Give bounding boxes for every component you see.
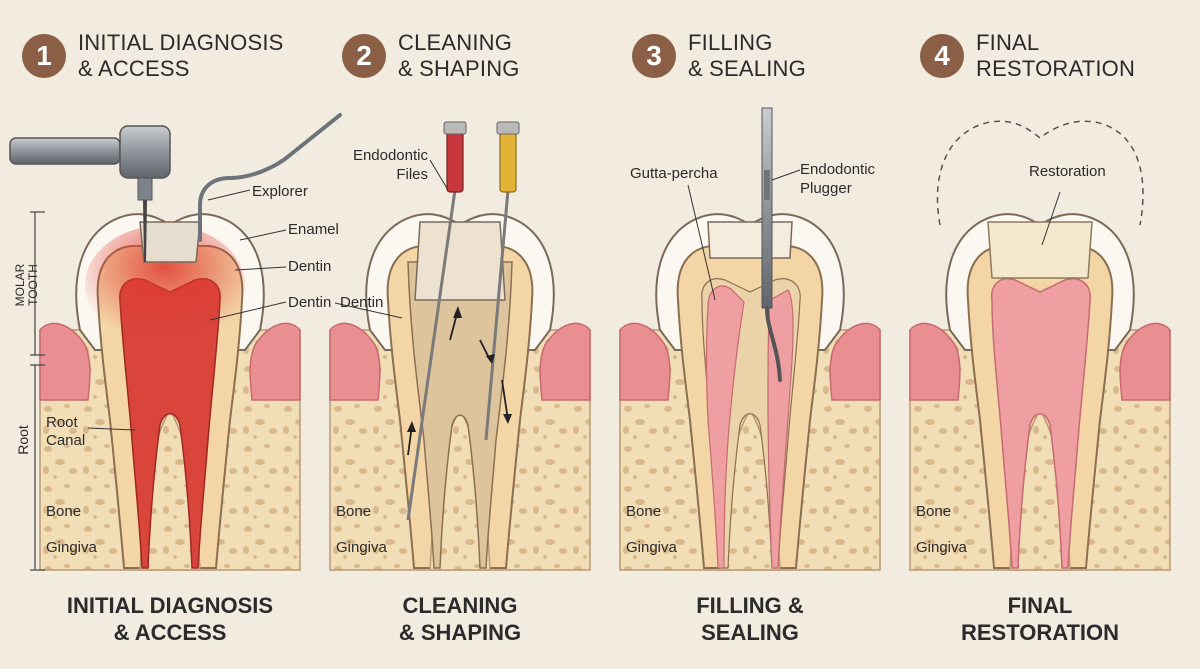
step-2-badge: 2 (342, 34, 386, 78)
panel-3-tooth (619, 107, 881, 571)
label-gingiva-2: Gingiva (336, 539, 387, 556)
step-4-badge: 4 (920, 34, 964, 78)
label-bone-1: Bone (46, 503, 82, 520)
label-dentin-2b: Dentin (340, 294, 384, 311)
label-explorer: Explorer (252, 183, 308, 200)
step-1-caption: INITIAL DIAGNOSIS& ACCESS (66, 593, 274, 645)
panel-1-tooth (9, 113, 342, 571)
step-2-caption: CLEANING& SHAPING (398, 593, 522, 645)
step-2-header: 2 CLEANING& SHAPING (342, 30, 520, 82)
label-bone-2: Bone (336, 503, 372, 520)
step-3-badge: 3 (632, 34, 676, 78)
label-enamel: Enamel (288, 221, 339, 238)
panel-2-tooth (329, 121, 591, 571)
step-1-title: INITIAL DIAGNOSIS& ACCESS (78, 30, 284, 81)
step-1-header: 1 INITIAL DIAGNOSIS& ACCESS (22, 30, 284, 82)
label-gutta-percha: Gutta-percha (630, 165, 718, 182)
panel-4-tooth (909, 120, 1171, 571)
step-3-header: 3 FILLING& SEALING (632, 30, 806, 82)
step-1-badge: 1 (22, 34, 66, 78)
step-2-title: CLEANING& SHAPING (398, 30, 520, 81)
label-root-axis: Root (14, 425, 31, 455)
label-bone-3: Bone (626, 503, 662, 520)
label-dentin-1: Dentin (288, 258, 332, 275)
label-gingiva-3: Gingiva (626, 539, 677, 556)
step-3-title: FILLING& SEALING (688, 30, 806, 81)
label-gingiva-1: Gingiva (46, 539, 97, 556)
label-bone-4: Bone (916, 503, 952, 520)
label-gingiva-4: Gingiva (916, 539, 967, 556)
step-3-caption: FILLING &SEALING (696, 593, 804, 645)
label-restoration: Restoration (1029, 163, 1106, 180)
label-dentin-2: Dentin (288, 294, 332, 311)
